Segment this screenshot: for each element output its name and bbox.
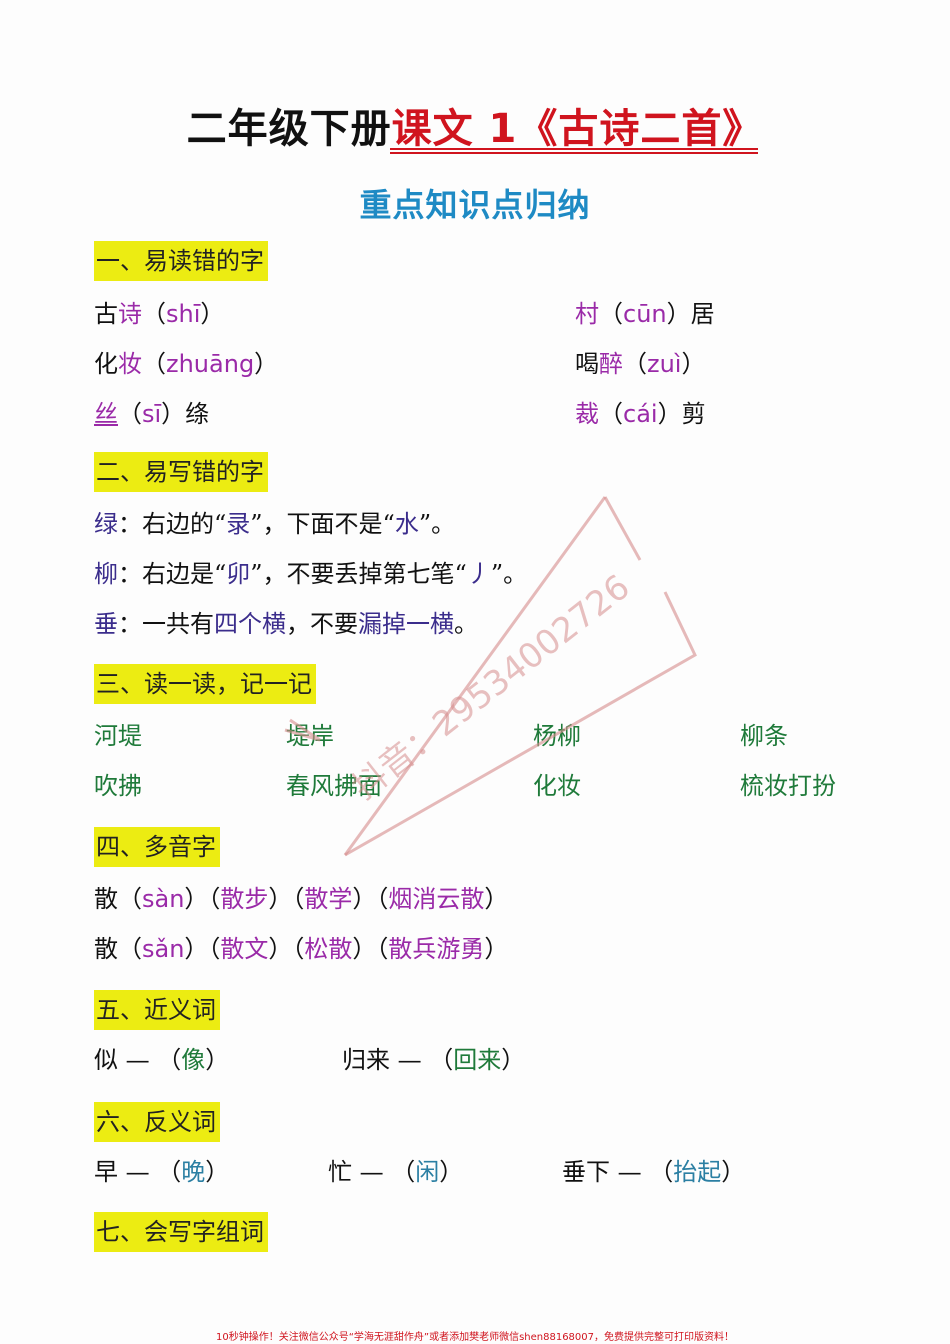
footer-promo: 10秒钟操作！关注微信公众号“学海无涯甜作舟”或者添加樊老师微信shen8816…	[215, 1332, 735, 1343]
antonym-pair: 早 — （晚）	[94, 1158, 230, 1186]
vocab-word: 堤岸	[286, 722, 334, 750]
title-grade: 二年级下册	[186, 106, 392, 152]
section-heading-7: 七、会写字组词	[94, 1212, 268, 1252]
polyphone-line: 散（sǎn）（散文）（松散）（散兵游勇）	[94, 935, 509, 963]
vocab-word: 化妆	[533, 772, 581, 800]
pinyin-item: 丝（sī）绦	[94, 400, 210, 428]
vocab-word: 柳条	[740, 722, 788, 750]
pinyin-item: 古诗（shī）	[94, 300, 225, 328]
vocab-word: 吹拂	[94, 772, 142, 800]
antonym-pair: 忙 — （闲）	[328, 1158, 464, 1186]
title-lesson: 课文 1《古诗二首》	[391, 106, 764, 152]
watermark-text: 抖音：29534002726	[344, 567, 638, 808]
writing-note: 柳：右边是“卯”，不要丢掉第七笔“丿”。	[94, 560, 528, 588]
vocab-word: 梳妆打扮	[740, 772, 836, 800]
page-title: 二年级下册课文 1《古诗二首》	[0, 104, 950, 154]
writing-note: 绿：右边的“录”，下面不是“水”。	[94, 510, 456, 538]
pinyin-item: 化妆（zhuāng）	[94, 350, 279, 378]
section-heading-5: 五、近义词	[94, 990, 220, 1030]
page-subtitle: 重点知识点归纳	[359, 186, 591, 224]
section-heading-3: 三、读一读，记一记	[94, 664, 316, 704]
polyphone-line: 散（sàn）（散步）（散学）（烟消云散）	[94, 885, 509, 913]
title-underline	[390, 148, 758, 154]
vocab-word: 河堤	[94, 722, 142, 750]
vocab-word: 杨柳	[533, 722, 581, 750]
section-heading-2: 二、易写错的字	[94, 452, 268, 492]
pinyin-item: 喝醉（zuì）	[575, 350, 706, 378]
section-heading-1: 一、易读错的字	[94, 241, 268, 281]
section-heading-4: 四、多音字	[94, 827, 220, 867]
synonym-pair: 归来 — （回来）	[342, 1046, 526, 1074]
writing-note: 垂：一共有四个横，不要漏掉一横。	[94, 610, 478, 638]
pinyin-item: 裁（cái）剪	[575, 400, 706, 428]
synonym-pair: 似 — （像）	[94, 1046, 230, 1074]
antonym-pair: 垂下 — （抬起）	[562, 1158, 746, 1186]
pinyin-item: 村（cūn）居	[575, 300, 715, 328]
section-heading-6: 六、反义词	[94, 1102, 220, 1142]
